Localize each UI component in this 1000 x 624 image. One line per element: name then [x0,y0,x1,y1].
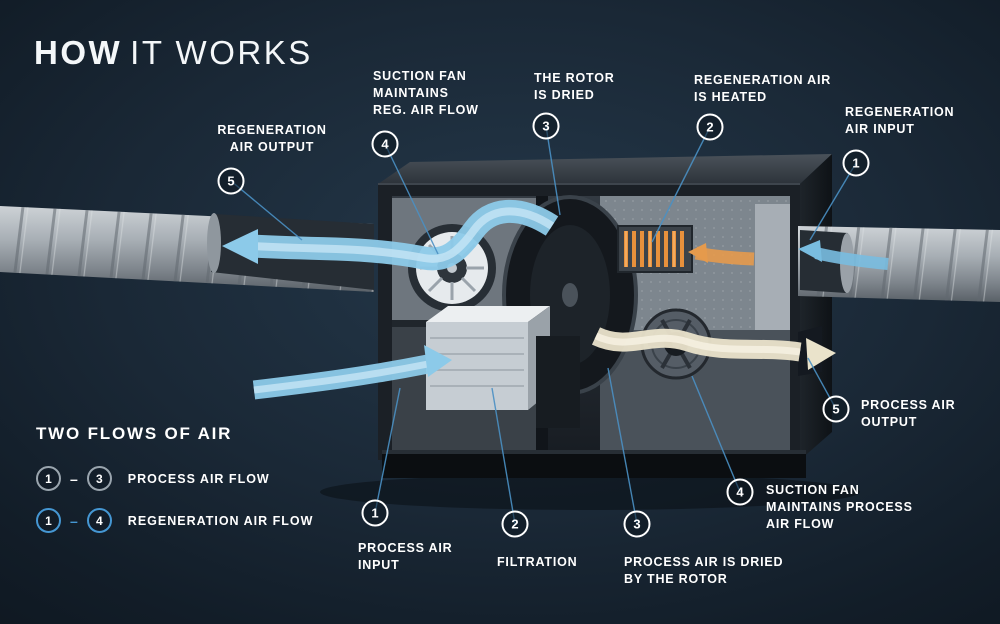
legend-badge-1b: 1 [36,508,61,533]
leader-lines [230,125,857,525]
right-duct [798,226,1000,376]
legend-badge-3: 3 [86,466,112,491]
label-regen-output: REGENERATION AIR OUTPUT [217,123,327,154]
flow-heated-air-arrow [688,243,755,266]
label-suction-fan-regen: SUCTION FAN MAINTAINS REG. AIR FLOW [373,69,479,117]
flow-regen-input-arrow [798,240,889,270]
label-process-output: PROCESS AIR OUTPUT [861,398,956,429]
step-badge-process-output: 5 [822,395,850,423]
step-badge-regen-heated: 2 [696,113,724,141]
title-word-how: HOW [34,34,123,71]
step-badge-process-input: 1 [361,499,389,527]
legend-dash-blue: – [70,512,78,529]
step-badge-suction-fan-regen: 4 [371,130,399,158]
label-rotor-dried: THE ROTOR IS DRIED [534,71,615,102]
flow-process-input-arrow [252,345,452,400]
base-plinth [382,450,806,478]
floor-shadow [320,474,860,510]
label-process-dried: PROCESS AIR IS DRIED BY THE ROTOR [624,555,784,586]
legend-row-regeneration-air-flow: 1 – 4 REGENERATION AIR FLOW [36,508,313,533]
step-badge-suction-fan-process: 4 [726,478,754,506]
flow-process-output-arrow [591,327,836,370]
step-badge-rotor-dried: 3 [532,112,560,140]
legend-dash: – [70,470,78,487]
step-badge-regen-input: 1 [842,149,870,177]
label-filtration: FILTRATION [497,555,578,569]
label-regen-input: REGENERATION AIR INPUT [845,105,955,136]
step-badge-process-dried: 3 [623,510,651,538]
legend-label-process-air-flow: PROCESS AIR FLOW [127,471,270,486]
label-process-input: PROCESS AIR INPUT [358,541,453,572]
legend-badge-4: 4 [86,508,112,533]
step-badge-filtration: 2 [501,510,529,538]
label-suction-fan-process: SUCTION FAN MAINTAINS PROCESS AIR FLOW [766,483,913,531]
title-words-it-works: IT WORKS [130,34,313,71]
flow-regen-output-arrow [222,200,559,271]
label-regen-heated: REGENERATION AIR IS HEATED [694,73,832,104]
legend-title: TWO FLOWS OF AIR [36,424,233,443]
step-badge-regen-output: 5 [217,167,245,195]
legend-badge-1: 1 [36,466,61,491]
legend-row-process-air-flow: 1 – 3 PROCESS AIR FLOW [36,466,270,491]
legend-label-regeneration-air-flow: REGENERATION AIR FLOW [127,513,314,528]
heater [617,225,693,273]
